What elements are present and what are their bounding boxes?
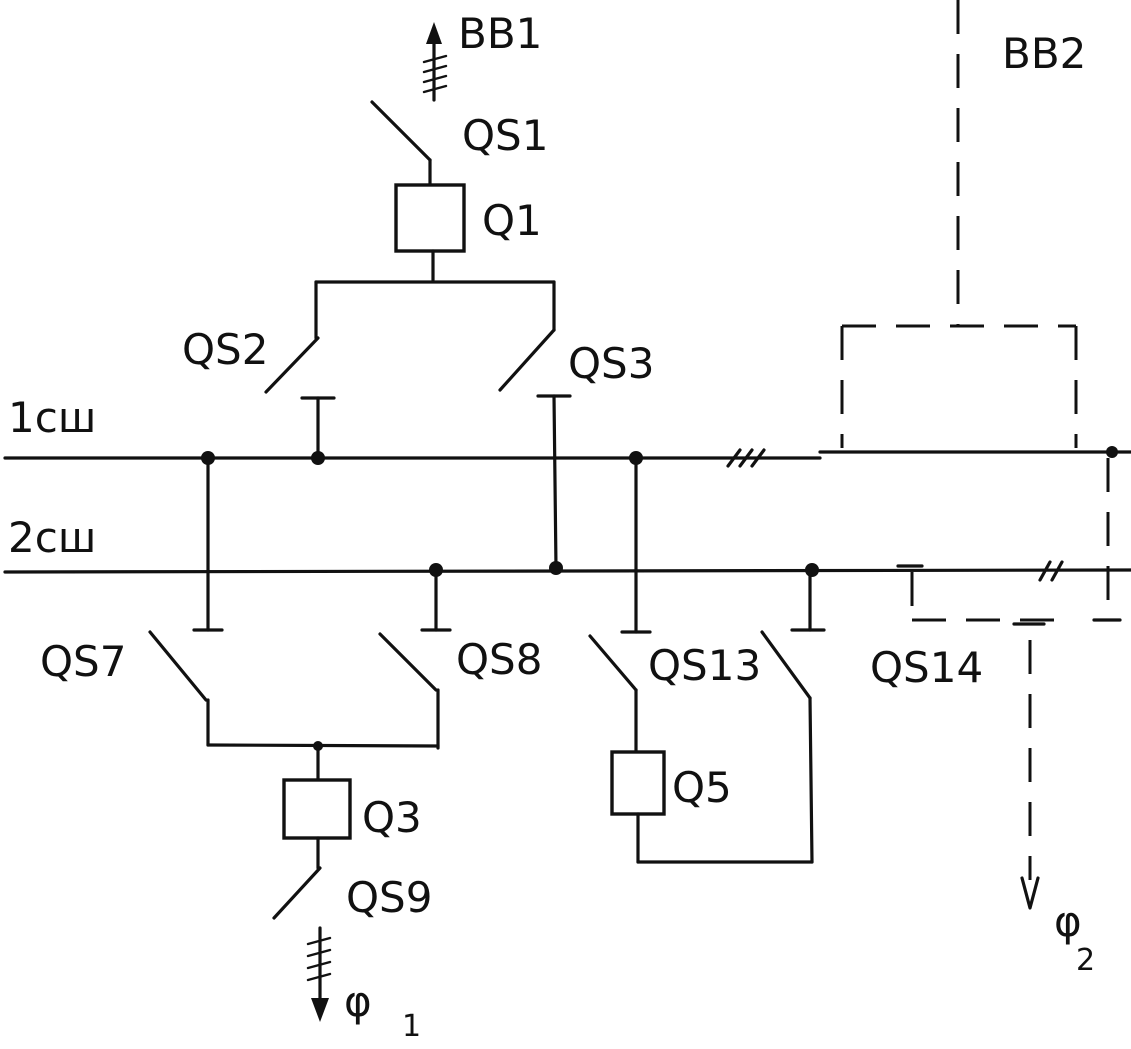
f1-phase-tick: [306, 948, 332, 958]
qs7-junction: [201, 451, 215, 465]
f1-subscript: 1: [402, 1009, 421, 1044]
bus2-break-mark: [1050, 560, 1064, 582]
qs14-label: QS14: [870, 643, 983, 692]
qs1-label: QS1: [462, 111, 548, 160]
f1-join-bar: [206, 743, 440, 748]
qs7-blade: [148, 630, 208, 702]
qs8-junction: [429, 563, 443, 577]
bb1-phase-tick: [422, 64, 448, 74]
q3-label: Q3: [362, 793, 422, 842]
qs3-label: QS3: [568, 339, 654, 388]
q5-label: Q5: [672, 763, 732, 812]
f1-arrow: [311, 998, 329, 1022]
bus1-break-mark: [726, 448, 742, 468]
bb1-phase-tick: [422, 74, 448, 84]
qs2-blade: [264, 336, 320, 394]
coupler-riser: [808, 696, 814, 864]
q1-label: Q1: [482, 196, 542, 245]
f2-subscript: 2: [1076, 943, 1095, 978]
qs9-blade: [272, 866, 322, 920]
qs13-junction: [629, 451, 643, 465]
bus1-break-mark: [750, 448, 766, 468]
q1-breaker: [394, 183, 466, 253]
qs7-label: QS7: [40, 637, 126, 686]
qs13-label: QS13: [648, 641, 761, 690]
q3-breaker: [282, 778, 352, 840]
bus1-break-mark: [738, 448, 754, 468]
f2-label: φ: [1054, 897, 1082, 946]
qs3-blade: [498, 328, 556, 392]
bus2-label: 2сш: [8, 513, 96, 562]
bus1-end-junction: [1106, 446, 1118, 458]
qs2-label: QS2: [182, 325, 268, 374]
bus1-label: 1сш: [8, 393, 96, 442]
bb1-phase-tick: [422, 54, 448, 64]
bus2-break-mark: [1038, 560, 1052, 582]
f1-phase-tick: [306, 960, 332, 970]
qs3-bus-lead: [552, 394, 558, 570]
qs9-label: QS9: [346, 873, 432, 922]
qs13-blade: [588, 634, 638, 692]
qs8-label: QS8: [456, 635, 542, 684]
bb1-label: BB1: [458, 9, 542, 58]
qs2-junction: [311, 451, 325, 465]
qs1-blade: [370, 100, 432, 162]
f1-label: φ: [344, 977, 372, 1026]
f1-phase-tick: [306, 936, 332, 946]
bb1-arrow: [426, 22, 442, 44]
qs8-blade: [378, 632, 438, 692]
busbar-2: [3, 568, 1131, 574]
qs3-junction: [549, 561, 563, 575]
bb2-label: BB2: [1002, 29, 1086, 78]
coupler-blade: [760, 630, 812, 700]
f1-phase-tick: [306, 972, 332, 982]
q5-breaker: [610, 750, 666, 816]
bb1-phase-tick: [422, 84, 448, 94]
coupler-junction: [805, 563, 819, 577]
f2-arrow: [1020, 876, 1040, 910]
